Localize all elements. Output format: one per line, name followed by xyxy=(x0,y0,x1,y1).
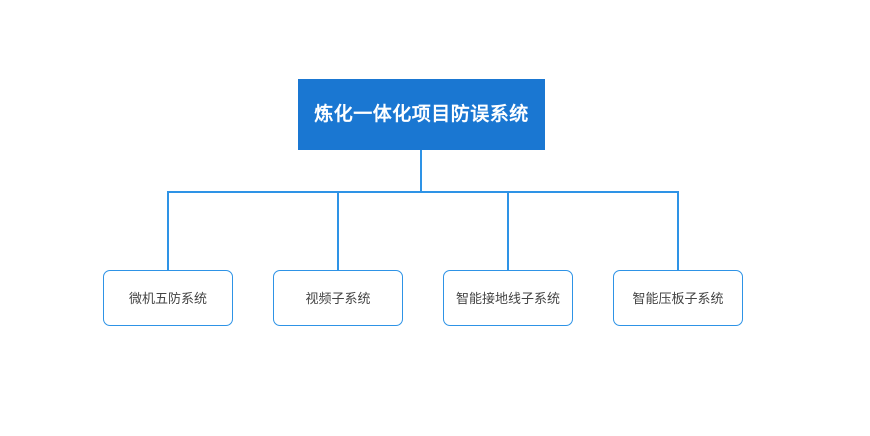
child-node-2[interactable]: 视频子系统 xyxy=(273,270,403,326)
child-node-3-label: 智能接地线子系统 xyxy=(455,290,560,306)
connector-root-stem xyxy=(420,150,422,193)
child-node-2-label: 视频子系统 xyxy=(305,290,371,306)
child-node-1-label: 微机五防系统 xyxy=(128,290,207,306)
child-node-3[interactable]: 智能接地线子系统 xyxy=(443,270,573,326)
connector-drop-1 xyxy=(167,191,169,270)
child-node-4[interactable]: 智能压板子系统 xyxy=(613,270,743,326)
child-node-4-label: 智能压板子系统 xyxy=(632,290,724,306)
root-node-label: 炼化一体化项目防误系统 xyxy=(314,104,529,125)
connector-drop-3 xyxy=(507,191,509,270)
connector-horizontal-bus xyxy=(167,191,679,193)
connector-drop-4 xyxy=(677,191,679,270)
root-node[interactable]: 炼化一体化项目防误系统 xyxy=(298,79,545,150)
connector-drop-2 xyxy=(337,191,339,270)
child-node-1[interactable]: 微机五防系统 xyxy=(103,270,233,326)
